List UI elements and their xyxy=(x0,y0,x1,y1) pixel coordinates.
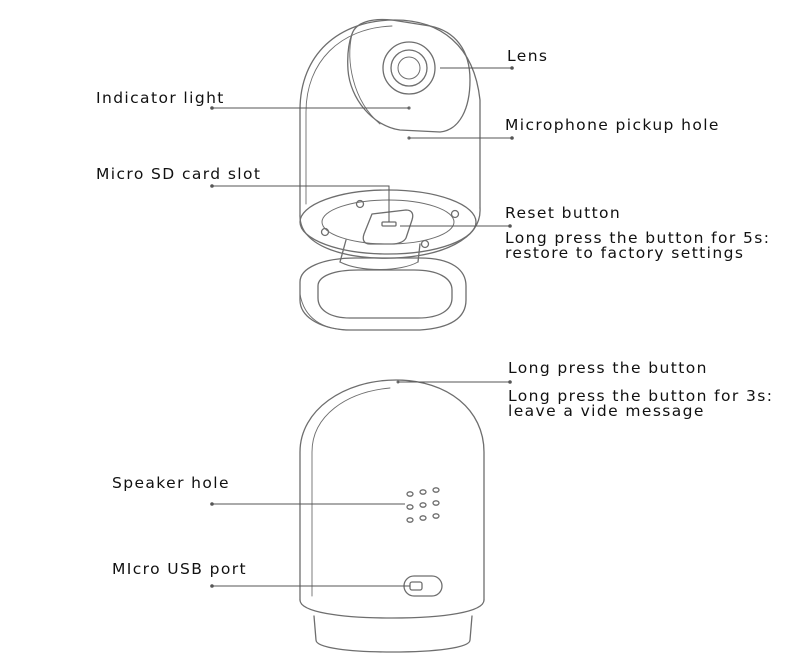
speaker-hole-label: Speaker hole xyxy=(112,474,230,492)
sd-slot-housing xyxy=(362,209,414,245)
back-body-rim xyxy=(299,599,485,619)
leader-lines xyxy=(210,66,514,588)
lens-outer-ring xyxy=(382,41,436,95)
micro-sd-slot xyxy=(381,221,397,227)
reset-button-label: Reset button xyxy=(505,204,622,222)
lens-inner-ring xyxy=(390,49,428,87)
lens-face xyxy=(347,18,471,133)
lens-label: Lens xyxy=(507,47,549,65)
lens-glass xyxy=(397,56,421,80)
base-foot xyxy=(313,615,473,653)
microphone-pickup-hole-label: Microphone pickup hole xyxy=(505,116,720,134)
camera-back-view xyxy=(299,379,485,653)
micro-sd-card-slot-label: Micro SD card slot xyxy=(96,165,262,183)
mount-plate xyxy=(299,189,477,255)
reset-note-line1: Long press the button for 5s: xyxy=(505,229,771,247)
top-button-note-line2: leave a vide message xyxy=(508,402,705,420)
underside-plate xyxy=(299,207,481,259)
camera-front-view xyxy=(299,18,481,331)
speaker-grille xyxy=(406,487,440,523)
top-button-label: Long press the button xyxy=(508,359,708,377)
reset-note-line2: restore to factory settings xyxy=(505,244,745,262)
back-body-outline xyxy=(299,379,485,601)
micro-usb-port-label: MIcro USB port xyxy=(112,560,248,578)
indicator-light-label: Indicator light xyxy=(96,89,225,107)
top-button-note-line1: Long press the button for 3s: xyxy=(508,387,774,405)
stand-base xyxy=(299,257,467,331)
